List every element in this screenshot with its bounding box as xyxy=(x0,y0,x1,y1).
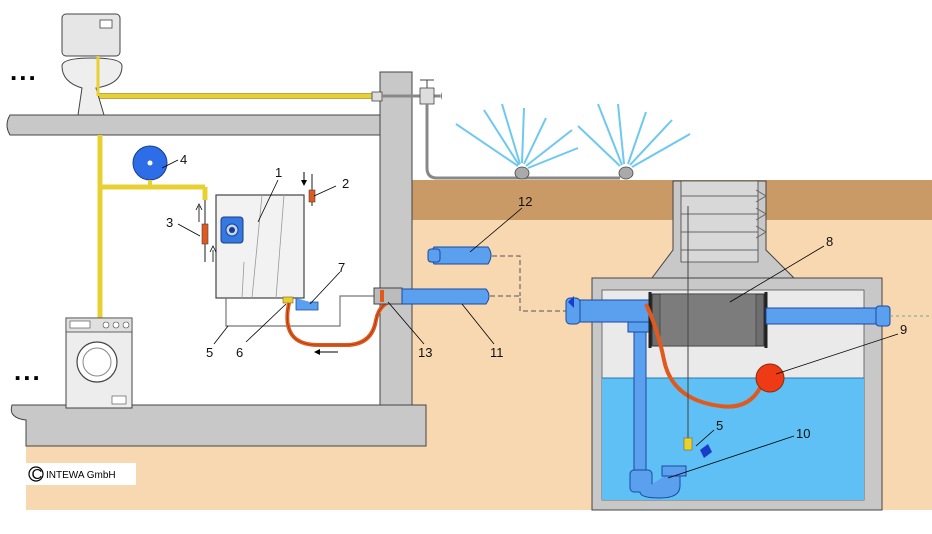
basement-floor-slab xyxy=(10,404,427,447)
upper-floor-slab xyxy=(6,114,413,136)
label-4: 4 xyxy=(180,152,187,167)
label-11: 11 xyxy=(490,345,504,360)
pressure-vessel xyxy=(132,145,168,187)
copyright-notice: C INTEWA GmbH xyxy=(24,463,136,485)
suction-hose-tank xyxy=(644,303,762,409)
sprinkler-right xyxy=(618,166,634,180)
overflow-outlet xyxy=(295,298,319,311)
flow-arrow-hose xyxy=(314,349,338,355)
sprinkler-left xyxy=(514,166,530,180)
copyright-text: INTEWA GmbH xyxy=(46,470,116,481)
overflow-pipe xyxy=(765,307,885,325)
wall-tap-assembly xyxy=(371,79,620,180)
suction-float xyxy=(755,363,785,393)
valve-3 xyxy=(195,200,217,262)
building xyxy=(6,71,427,447)
label-7: 7 xyxy=(338,260,345,275)
label-9: 9 xyxy=(900,322,907,337)
label-3: 3 xyxy=(166,215,173,230)
control-unit-housing xyxy=(215,194,305,299)
label-5-indoor: 5 xyxy=(206,345,213,360)
label-10: 10 xyxy=(796,426,810,441)
copyright-circle xyxy=(28,466,44,482)
sprinklers xyxy=(455,103,691,180)
label-5-tank: 5 xyxy=(716,418,723,433)
sensor-2 xyxy=(301,172,316,206)
copyright-symbol: C xyxy=(32,466,43,483)
spray-jets xyxy=(455,103,691,169)
pipe-outline xyxy=(95,93,375,99)
conduit-dashed-link xyxy=(490,295,580,312)
label-6: 6 xyxy=(236,345,243,360)
copyright-box xyxy=(24,463,136,485)
valve-handle xyxy=(420,79,434,88)
label-2: 2 xyxy=(342,176,349,191)
shaft-rungs xyxy=(681,189,767,251)
inflow-pipe-12 xyxy=(427,246,492,265)
label-8: 8 xyxy=(826,234,833,249)
callout-labels: 1 2 3 4 5 6 7 8 9 10 11 12 13 5 xyxy=(166,152,907,441)
garden-valve xyxy=(419,87,435,105)
washing-machine xyxy=(65,317,133,409)
drain-line-left xyxy=(225,295,380,327)
label-12: 12 xyxy=(518,194,532,209)
flush-button xyxy=(99,19,113,29)
supply-pipes xyxy=(95,93,375,325)
control-unit xyxy=(215,194,319,311)
leader-lines xyxy=(161,159,899,479)
level-sensor xyxy=(683,206,712,458)
toilet-bowl xyxy=(61,57,123,116)
label-1: 1 xyxy=(275,165,282,180)
toilet xyxy=(61,13,123,116)
topsoil-layer xyxy=(412,180,932,220)
outer-wall xyxy=(379,71,413,411)
filter-assembly xyxy=(565,292,932,348)
wall-passage xyxy=(373,287,403,305)
garden-hose xyxy=(425,104,620,180)
ellipsis-top: ... xyxy=(10,56,38,86)
label-13: 13 xyxy=(418,345,432,360)
flow-arrow-3 xyxy=(195,203,203,222)
conduit-11 xyxy=(401,288,490,305)
ellipsis-bottom: ... xyxy=(14,356,42,386)
